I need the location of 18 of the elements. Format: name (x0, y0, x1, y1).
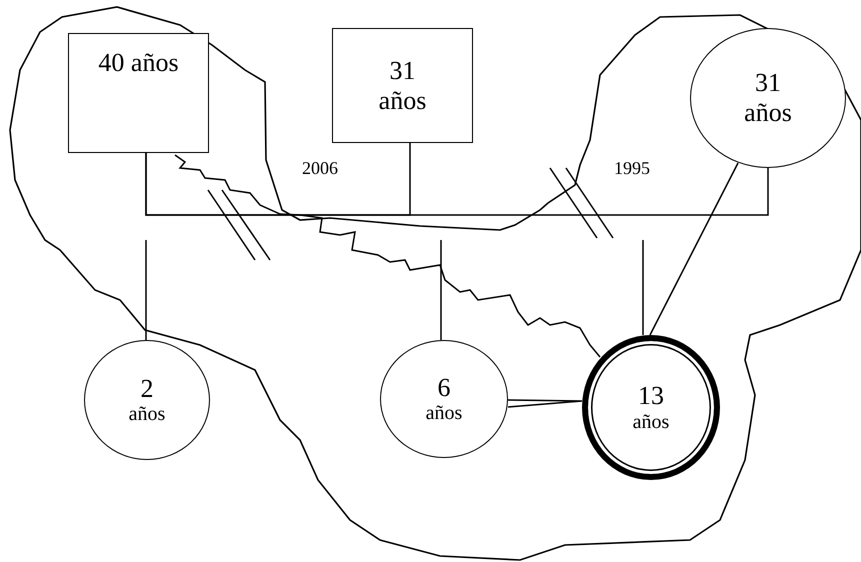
wavy-line (174, 154, 601, 358)
age-text: 13 (638, 381, 664, 411)
relation-line (642, 240, 644, 335)
age-text: 31 años (743, 68, 793, 128)
male-square (68, 33, 209, 153)
age-text: años (426, 402, 462, 426)
male-square (332, 28, 473, 143)
relation-line (440, 240, 442, 340)
age-text: 31 años (378, 56, 428, 116)
age-text: años (128, 403, 166, 426)
relation-line (145, 240, 147, 340)
relation-line (507, 399, 583, 408)
relation-line (145, 153, 769, 216)
age-text: 40 años (98, 48, 179, 78)
age-text: años (632, 410, 670, 434)
relation-line (649, 162, 739, 336)
age-text: 6 (438, 372, 450, 402)
age-text: 2 (140, 374, 154, 404)
